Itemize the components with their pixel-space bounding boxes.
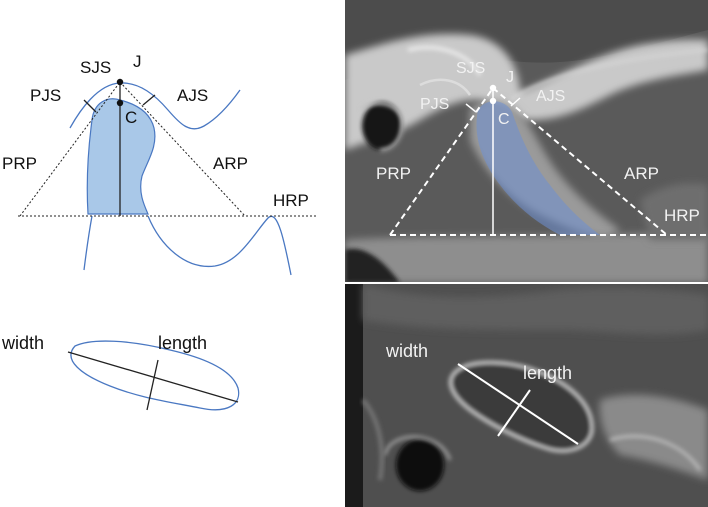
ajs-tick: [142, 94, 156, 106]
pjs-tick: [83, 99, 97, 113]
dark-hole: [396, 439, 444, 491]
arp-line: [119, 81, 246, 217]
label-prp: PRP: [2, 154, 37, 173]
ct-label-ajs: AJS: [536, 88, 565, 105]
ct-label-c: C: [498, 111, 510, 128]
ct-label-length: length: [523, 363, 572, 383]
ct-ajs-tick: [510, 97, 521, 107]
ct-width-axis: [497, 389, 531, 437]
label-j: J: [133, 52, 142, 71]
length-axis: [67, 351, 239, 403]
ct-label-width: width: [385, 341, 428, 361]
ct-label-hrp: HRP: [664, 206, 700, 225]
ct-label-prp: PRP: [376, 164, 411, 183]
width-axis: [146, 359, 159, 411]
ct-pjs-tick: [465, 103, 477, 113]
dark-cavity: [362, 102, 402, 150]
ct-length-axis: [457, 363, 579, 445]
condyle-shape: [86, 98, 156, 215]
label-hrp: HRP: [273, 191, 309, 210]
ct-label-arp: ARP: [624, 164, 659, 183]
ct-label-sjs: SJS: [456, 60, 485, 77]
fossa-curve: [69, 82, 241, 130]
ct-label-j: J: [506, 69, 514, 86]
point-j: [116, 78, 124, 86]
axial-schematic: width length: [1, 333, 240, 411]
panel-divider: [345, 282, 708, 285]
sagittal-schematic: SJS J PJS AJS C PRP ARP HRP: [2, 52, 316, 276]
label-ajs: AJS: [177, 86, 208, 105]
ct-sagittal-panel: SJS J PJS AJS C PRP ARP HRP: [345, 0, 708, 283]
label-arp: ARP: [213, 154, 248, 173]
ct-point-c: [489, 97, 497, 105]
label-sjs: SJS: [80, 58, 111, 77]
ct-label-pjs: PJS: [420, 96, 449, 113]
ct-point-j: [489, 84, 497, 92]
ramus-outline: [83, 215, 292, 276]
point-c: [116, 99, 124, 107]
label-c: C: [125, 108, 137, 127]
ct-axial-panel: width length: [345, 284, 708, 507]
ct-arp-line: [492, 87, 668, 236]
condyle-axial-outline: [70, 340, 240, 411]
label-length: length: [158, 333, 207, 353]
label-pjs: PJS: [30, 86, 61, 105]
condyle-overlay: [476, 101, 600, 235]
label-width: width: [1, 333, 44, 353]
